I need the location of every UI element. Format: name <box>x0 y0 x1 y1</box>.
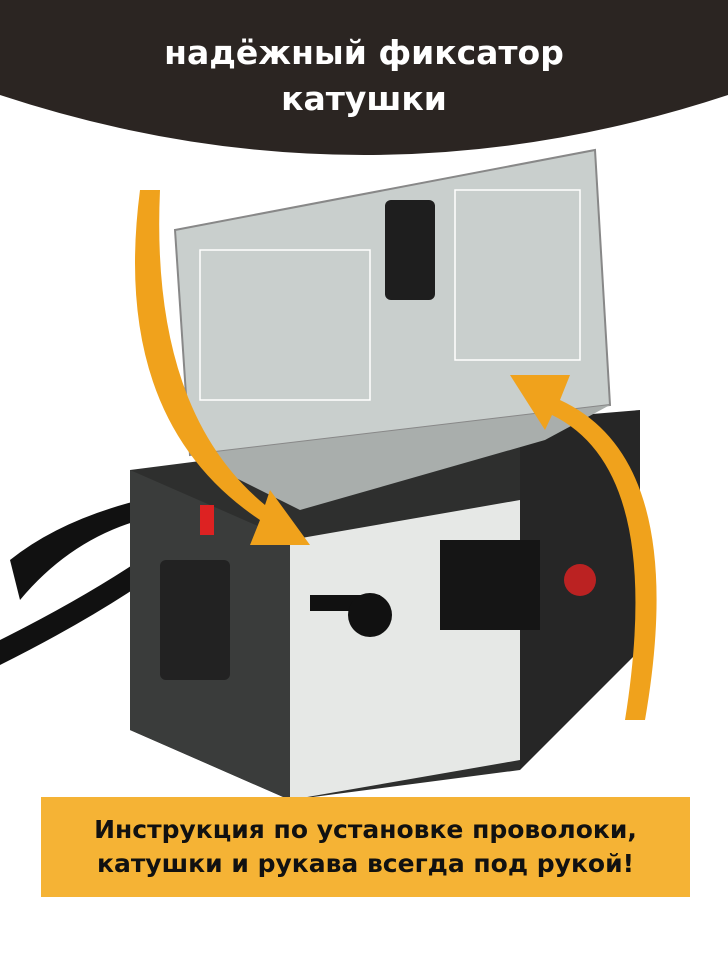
header-band <box>0 0 728 155</box>
header-line-1: надёжный фиксатор <box>164 33 564 72</box>
banner-line-1: Инструкция по установке проволоки, <box>94 815 637 844</box>
banner-line-2: катушки и рукава всегда под рукой! <box>96 849 635 878</box>
arrow-right <box>510 375 657 720</box>
header-line-2: катушки <box>281 79 447 118</box>
arrow-left <box>135 190 310 545</box>
header-title: надёжный фиксатор катушки <box>0 30 728 122</box>
info-banner: Инструкция по установке проволоки, катуш… <box>41 797 690 897</box>
welding-machine-photo <box>0 148 640 800</box>
